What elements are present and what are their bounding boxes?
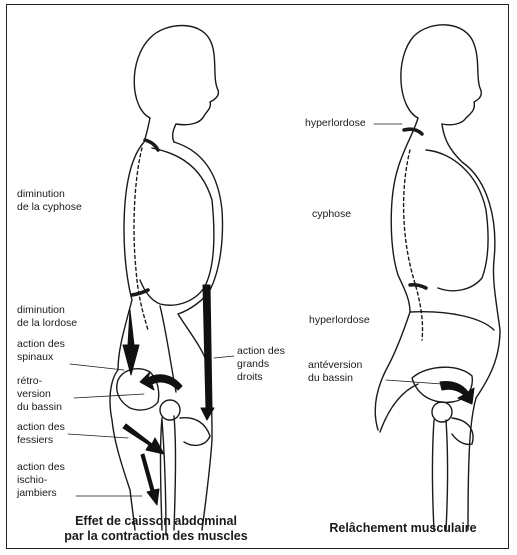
leader-lines — [68, 124, 442, 496]
label-line: fessiers — [17, 434, 65, 447]
label-line: rétro- — [17, 375, 62, 388]
label-line: spinaux — [17, 351, 65, 364]
label-action-ischio: action des ischio- jambiers — [17, 461, 65, 500]
label-line: diminution — [17, 304, 77, 317]
caption-line: par la contraction des muscles — [46, 529, 266, 544]
label-line: droits — [237, 371, 285, 384]
label-cyphose: cyphose — [312, 208, 351, 221]
label-line: action des — [17, 421, 65, 434]
left-arrows — [123, 285, 214, 505]
label-hyperlordose-bottom: hyperlordose — [309, 314, 370, 327]
label-action-spinaux: action des spinaux — [17, 338, 65, 364]
label-diminution-lordose: diminution de la lordose — [17, 304, 77, 330]
caption-line: Effet de caisson abdominal — [46, 514, 266, 529]
label-line: du bassin — [308, 372, 362, 385]
label-line: action des — [237, 345, 285, 358]
label-line: de la lordose — [17, 317, 77, 330]
left-body-outline — [110, 26, 223, 536]
label-line: grands — [237, 358, 285, 371]
label-line: ischio- — [17, 474, 65, 487]
caption-right: Relâchement musculaire — [318, 521, 488, 536]
label-line: du bassin — [17, 401, 62, 414]
label-line: antéversion — [308, 359, 362, 372]
label-line: diminution — [17, 188, 82, 201]
label-line: action des — [17, 461, 65, 474]
label-line: action des — [17, 338, 65, 351]
label-action-grands-droits: action des grands droits — [237, 345, 285, 384]
label-action-fessiers: action des fessiers — [17, 421, 65, 447]
label-hyperlordose-top: hyperlordose — [305, 117, 366, 130]
label-retroversion: rétro- version du bassin — [17, 375, 62, 414]
label-anteversion: antéversion du bassin — [308, 359, 362, 385]
label-line: version — [17, 388, 62, 401]
caption-left: Effet de caisson abdominal par la contra… — [46, 514, 266, 544]
label-line: jambiers — [17, 487, 65, 500]
left-spine — [134, 148, 148, 330]
label-diminution-cyphose: diminution de la cyphose — [17, 188, 82, 214]
right-body-outline — [375, 25, 500, 530]
label-line: de la cyphose — [17, 201, 82, 214]
